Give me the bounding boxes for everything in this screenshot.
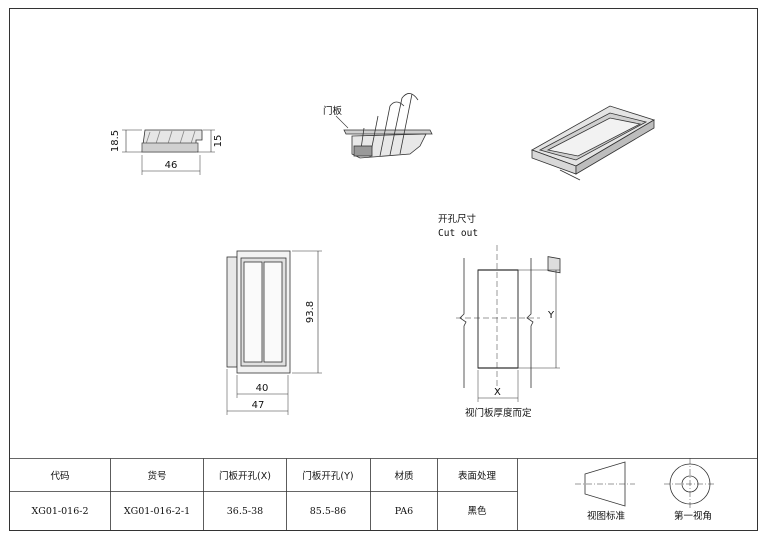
spec-table (9, 458, 758, 531)
dim-front-height: 93.8 (305, 301, 316, 323)
dim-front-inner-width: 40 (256, 383, 269, 394)
dim-front-outer-width: 47 (252, 400, 265, 411)
front-view (226, 250, 322, 415)
first-angle-circle-symbol (664, 458, 716, 510)
cutout-view (456, 245, 560, 402)
cutout-thickness-note: 视门板厚度而定 (465, 407, 532, 419)
dim-side-inner-height: 15 (213, 135, 224, 148)
projection-cone-symbol (575, 461, 635, 507)
cell-part-number: XG01-016-2-1 (124, 506, 190, 517)
section-view (335, 93, 433, 159)
cutout-dim-x: X (494, 387, 501, 398)
label-view-standard: 视图标准 (587, 510, 626, 522)
cell-cutout-y: 85.5-86 (310, 506, 346, 517)
cutout-dim-y: Y (547, 310, 555, 321)
header-cutout-x: 门板开孔(X) (219, 470, 271, 482)
cell-code: XG01-016-2 (31, 506, 88, 517)
header-material: 材质 (394, 470, 414, 482)
label-first-angle: 第一视角 (674, 510, 712, 522)
side-view (122, 129, 215, 175)
label-door-panel: 门板 (323, 105, 343, 117)
cell-material: PA6 (395, 506, 413, 517)
dim-side-height: 18.5 (110, 130, 121, 152)
header-code: 代码 (50, 471, 69, 482)
cutout-title-en: Cut out (438, 228, 478, 239)
header-part-number: 货号 (147, 470, 166, 482)
cutout-title-cn: 开孔尺寸 (438, 213, 477, 225)
dim-side-width: 46 (165, 160, 178, 171)
header-cutout-y: 门板开孔(Y) (302, 470, 353, 482)
spec-table-header: 代码 货号 门板开孔(X) 门板开孔(Y) 材质 表面处理 (50, 470, 496, 482)
isometric-view (531, 105, 655, 274)
spec-table-row: XG01-016-2 XG01-016-2-1 36.5-38 85.5-86 … (31, 505, 487, 517)
sheet-border (9, 8, 758, 531)
cell-surface-finish: 黑色 (467, 505, 487, 517)
header-surface-finish: 表面处理 (458, 470, 497, 482)
cell-cutout-x: 36.5-38 (227, 506, 263, 517)
